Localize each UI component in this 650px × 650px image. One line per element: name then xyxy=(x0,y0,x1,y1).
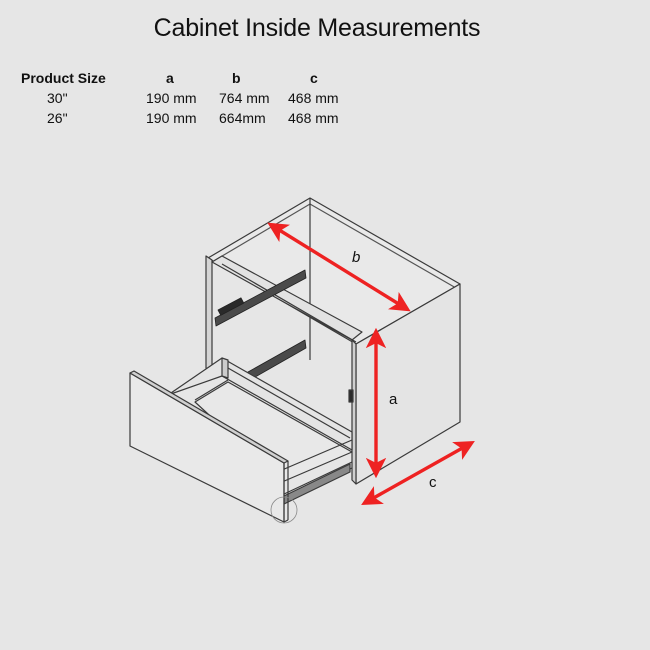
drawer xyxy=(129,357,353,524)
label-a: a xyxy=(389,391,398,408)
page-title: Cabinet Inside Measurements xyxy=(153,14,481,42)
header-b: b xyxy=(232,70,241,86)
row-b: 664mm xyxy=(219,110,266,126)
label-c: c xyxy=(429,474,437,491)
header-c: c xyxy=(310,70,318,86)
row-c: 468 mm xyxy=(288,110,339,126)
row-a: 190 mm xyxy=(146,90,197,106)
row-c: 468 mm xyxy=(288,90,339,106)
row-b: 764 mm xyxy=(219,90,270,106)
row-size: 30" xyxy=(47,90,68,106)
row-size: 26" xyxy=(47,110,68,126)
row-a: 190 mm xyxy=(146,110,197,126)
dimension-arrows xyxy=(267,222,475,506)
arrow-c xyxy=(361,440,475,506)
header-product-size: Product Size xyxy=(21,70,106,86)
header-a: a xyxy=(166,70,174,86)
arrow-b xyxy=(267,222,411,312)
label-b: b xyxy=(352,249,361,266)
